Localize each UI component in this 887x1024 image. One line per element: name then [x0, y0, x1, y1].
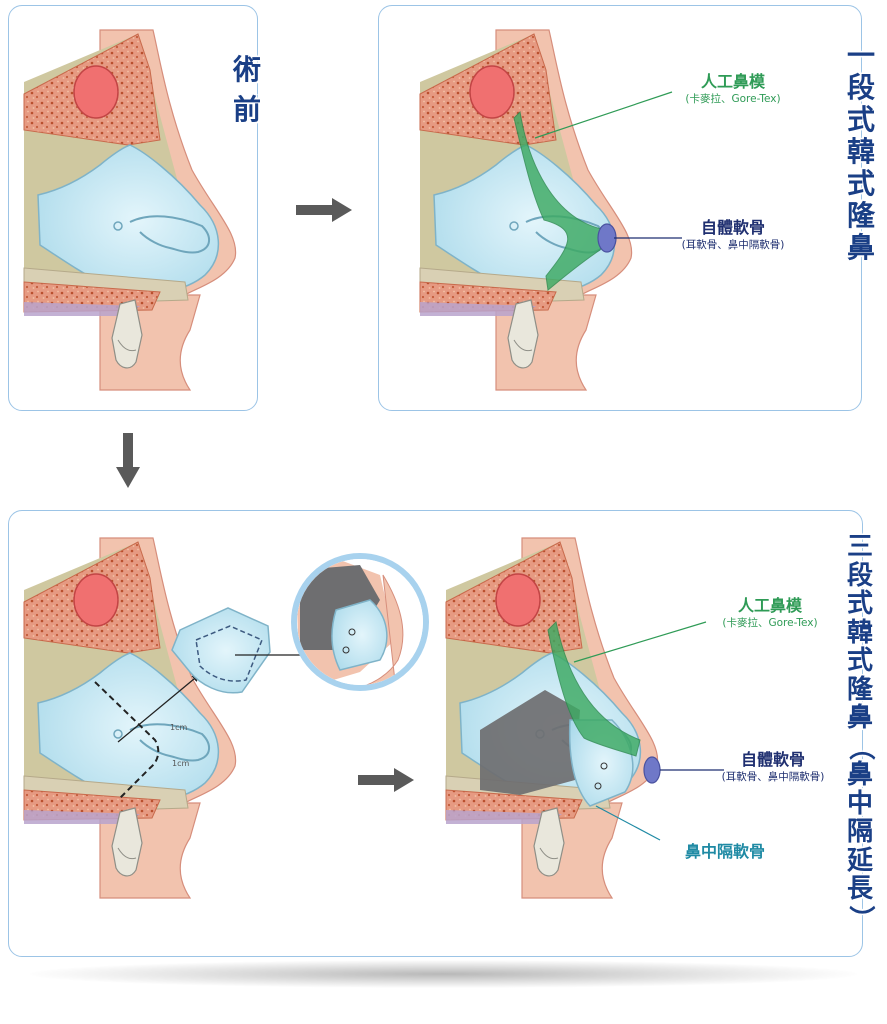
one-stage-title-char: 式 [847, 103, 876, 136]
three-stage-title: 三段式韓式隆鼻（鼻中隔延長） [845, 532, 876, 932]
three-stage-title-char: 鼻 [847, 760, 874, 790]
arrow-right-top [296, 198, 352, 222]
autologous-cartilage-shape [597, 223, 617, 253]
implant-shape [513, 110, 607, 291]
before-nose-illustration [23, 29, 237, 391]
before-label-char: 前 [233, 93, 262, 126]
three-stage-title-char: 三 [847, 532, 874, 562]
autologous-subtitle: (耳軟骨、鼻中隔軟骨) [681, 239, 785, 251]
arrow-down [116, 433, 140, 488]
one-stage-title-char: 式 [847, 167, 876, 200]
one-stage-title-char: 一 [847, 39, 876, 72]
implant-annotation-bottom: 人工鼻模 (卡麥拉、Gore-Tex) [705, 596, 835, 630]
autologous-title-2: 自體軟骨 [740, 750, 805, 769]
three-stage-before-illustration: 1cm 1cm [23, 537, 429, 899]
implant-title-2: 人工鼻模 [737, 596, 802, 615]
three-stage-title-char: 中 [847, 788, 874, 819]
three-stage-title-char: 段 [847, 560, 874, 591]
one-stage-title-char: 鼻 [847, 231, 876, 264]
three-stage-title-char: ） [845, 904, 876, 931]
three-stage-title-char: 式 [847, 589, 874, 619]
autologous-subtitle-2: (耳軟骨、鼻中隔軟骨) [721, 771, 825, 783]
three-stage-title-char: （ [845, 733, 876, 760]
cartilage-graft-piece [171, 607, 271, 694]
one-stage-title: 一段式韓式隆鼻 [847, 40, 875, 264]
autologous-cartilage-shape-2 [643, 756, 661, 784]
three-stage-after-illustration [445, 537, 661, 899]
process-arrows [116, 198, 414, 792]
autologous-annotation-bottom: 自體軟骨 (耳軟骨、鼻中隔軟骨) [708, 750, 838, 784]
implant-subtitle-2: (卡麥拉、Gore-Tex) [722, 617, 818, 629]
measure-label-1: 1cm [170, 723, 187, 732]
three-stage-title-char: 韓 [847, 617, 874, 648]
three-stage-title-char: 隔 [847, 817, 874, 847]
three-stage-title-char: 隆 [847, 674, 874, 705]
three-stage-title-char: 鼻 [847, 703, 874, 733]
one-stage-title-char: 段 [847, 71, 876, 104]
one-stage-title-char: 隆 [847, 199, 876, 232]
graft-arrow [117, 673, 201, 743]
before-label: 術前 [233, 50, 261, 130]
three-stage-title-char: 延 [847, 845, 874, 876]
measure-label-2: 1cm [172, 759, 189, 768]
incision-line [94, 681, 160, 801]
three-stage-title-char: 長 [847, 874, 874, 904]
panel-shadow [30, 960, 857, 988]
implant-annotation-top: 人工鼻模 (卡麥拉、Gore-Tex) [668, 72, 798, 106]
three-stage-title-char: 式 [847, 646, 874, 676]
one-stage-nose-illustration [419, 29, 633, 391]
arrow-right-bottom [358, 768, 414, 792]
autologous-annotation-top: 自體軟骨 (耳軟骨、鼻中隔軟骨) [668, 218, 798, 252]
implant-title: 人工鼻模 [700, 72, 765, 91]
autologous-title: 自體軟骨 [700, 218, 765, 237]
one-stage-title-char: 韓 [847, 135, 876, 168]
septal-title: 鼻中隔軟骨 [684, 842, 765, 861]
septal-annotation: 鼻中隔軟骨 [660, 842, 790, 862]
before-label-char: 術 [233, 53, 262, 86]
implant-subtitle: (卡麥拉、Gore-Tex) [685, 93, 781, 105]
implant-shape-2 [547, 620, 641, 757]
